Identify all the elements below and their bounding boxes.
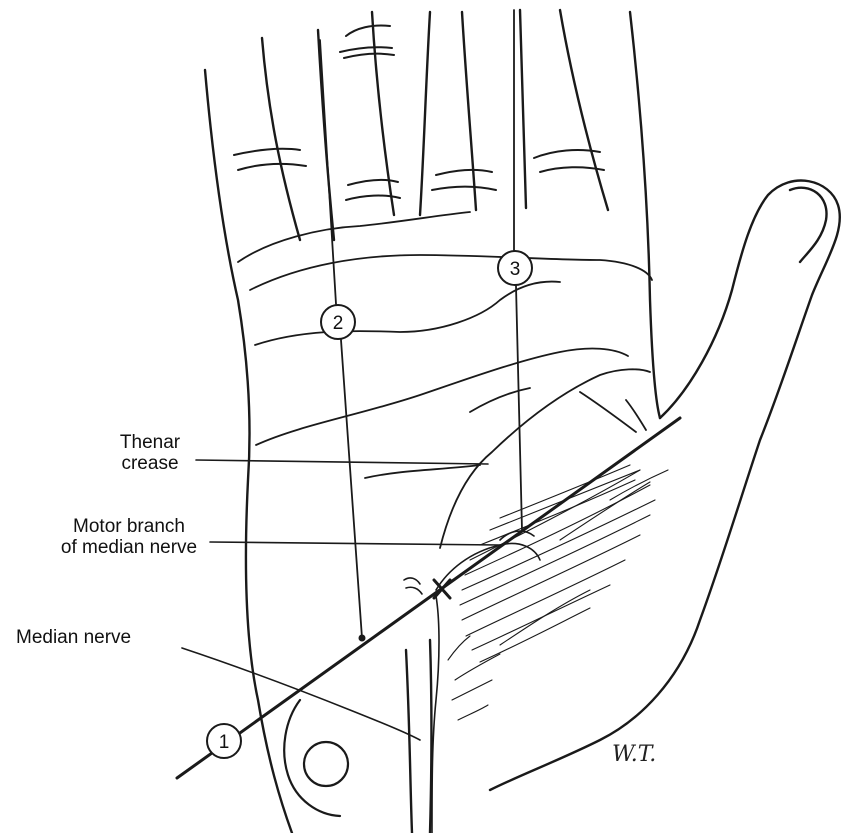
marker-1-number: 1 bbox=[219, 732, 230, 753]
distal-palmar-crease bbox=[250, 255, 652, 290]
artist-signature: W.T. bbox=[612, 742, 656, 767]
thenar-crease-leader bbox=[196, 460, 488, 464]
marker-1: 1 bbox=[207, 724, 241, 758]
hand-ulnar-border bbox=[205, 70, 292, 833]
leader-lines bbox=[182, 460, 500, 740]
middle-finger bbox=[462, 12, 476, 210]
marker-2: 2 bbox=[321, 305, 355, 339]
proximal-palmar-crease bbox=[255, 282, 560, 345]
thenar-muscle-hatching bbox=[448, 465, 668, 720]
thenar-crease-label-line2: crease bbox=[106, 453, 194, 474]
line-1 bbox=[177, 418, 680, 778]
motor-branch-label: Motor branch of median nerve bbox=[48, 516, 210, 558]
thenar-crease-label: Thenar crease bbox=[106, 432, 194, 474]
marker-2-number: 2 bbox=[333, 313, 344, 334]
thenar-crease-label-line1: Thenar bbox=[106, 432, 194, 453]
marker-3: 3 bbox=[498, 251, 532, 285]
index-finger bbox=[560, 10, 608, 210]
motor-branch-label-line2: of median nerve bbox=[48, 537, 210, 558]
median-nerve-label-text: Median nerve bbox=[16, 627, 182, 648]
median-nerve-label: Median nerve bbox=[16, 627, 182, 648]
finger-creases bbox=[234, 25, 604, 200]
marker-3-number: 3 bbox=[510, 259, 521, 280]
pisiform-bone bbox=[284, 700, 348, 816]
median-nerve bbox=[404, 531, 540, 833]
motor-branch-label-line1: Motor branch bbox=[48, 516, 210, 537]
hand-outline bbox=[205, 10, 840, 833]
ring-finger bbox=[372, 12, 394, 215]
thumb bbox=[490, 181, 840, 790]
little-finger bbox=[262, 38, 300, 240]
